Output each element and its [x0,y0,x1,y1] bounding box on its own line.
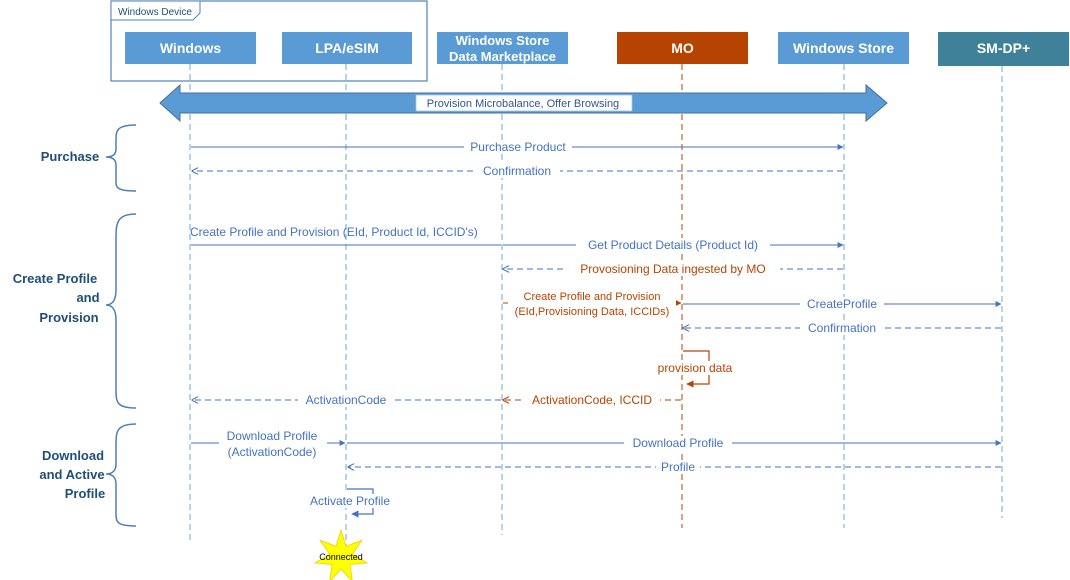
msg-download-profile-label: Download Profile [633,436,724,450]
brace-create [105,213,137,409]
star-icon [313,528,369,580]
phase-download-label-line3: Profile [65,486,105,501]
msg-confirmation-2-label: Confirmation [808,321,876,335]
brace-purchase [105,124,137,192]
lifelines [189,64,1003,545]
participant-store-label: Windows Store [793,40,894,56]
phase-download-label-line2: and Active [39,467,104,482]
phase-purchase: Purchase [41,124,137,192]
connected-marker: Connected [313,528,369,580]
msg-purchase-product: Purchase Product [191,140,844,154]
msg-mo-create-provision: Create Profile and Provision (EId,Provis… [503,289,682,318]
msg-create-profile: CreateProfile [683,297,1002,311]
phase-download-label-line1: Download [42,448,104,463]
msg-confirmation-1: Confirmation [192,164,843,178]
msg-download-profile-lpa: Download Profile (ActivationCode) [191,428,346,460]
msg-profile-label: Profile [661,460,695,474]
participant-smdp: SM-DP+ [938,32,1069,66]
msg-provision-data-label: provision data [658,361,733,375]
msg-confirmation-1-label: Confirmation [483,164,551,178]
msg-provisioning-data-label: Provosioning Data ingested by MO [580,262,765,276]
msg-provision-data-self: provision data [651,350,739,388]
phase-create-label-line1: Create Profile [13,271,98,286]
msg-download-profile-lpa-line2: (ActivationCode) [228,445,317,459]
msg-create-profile-provision-label: Create Profile and Provision (EId, Produ… [190,225,478,239]
msg-download-profile: Download Profile [347,436,1002,450]
msg-confirmation-2: Confirmation [683,321,1001,335]
msg-create-profile-label: CreateProfile [807,297,877,311]
connected-label: Connected [319,552,363,562]
participant-windows: Windows [125,32,256,64]
phase-create: Create Profile and Provision [13,213,137,409]
msg-activation-code-mo: ActivationCode, ICCID [503,393,681,407]
windows-device-title: Windows Device [118,7,192,18]
banner-label-bg [415,94,633,112]
participant-lpa-label: LPA/eSIM [315,40,379,56]
participant-store-dm: Windows Store Data Marketplace [437,32,568,64]
msg-mo-create-provision-line2: (EId,Provisioning Data, ICCIDs) [515,306,670,318]
windows-device-tab [110,0,201,21]
msg-get-product-details: Get Product Details (Product Id) [503,238,844,252]
participant-lpa: LPA/eSIM [282,32,412,64]
banner-label: Provision Microbalance, Offer Browsing [427,98,619,110]
participant-smdp-label: SM-DP+ [977,40,1030,56]
participant-store-dm-label-line2: Data Marketplace [449,49,556,64]
msg-activate-profile: Activate Profile [302,488,398,518]
participant-windows-label: Windows [160,40,222,56]
msg-activation-code: ActivationCode [192,393,501,407]
participant-mo-label: MO [671,40,694,56]
banner-arrow: Provision Microbalance, Offer Browsing [159,83,888,123]
msg-activation-code-label: ActivationCode [306,393,387,407]
msg-purchase-product-label: Purchase Product [470,140,566,154]
brace-download [105,423,137,527]
msg-activate-profile-label: Activate Profile [310,494,390,508]
msg-download-profile-lpa-line1: Download Profile [227,429,318,443]
msg-get-product-details-label: Get Product Details (Product Id) [588,238,758,252]
msg-activation-code-mo-label: ActivationCode, ICCID [532,393,652,407]
msg-profile: Profile [348,460,1001,474]
participant-store: Windows Store [778,32,909,64]
phase-download: Download and Active Profile [39,423,137,527]
participant-store-dm-label-line1: Windows Store [456,33,550,48]
msg-provisioning-data: Provosioning Data ingested by MO [503,262,843,276]
phase-create-label-line2: and [76,290,99,305]
msg-create-profile-provision: Create Profile and Provision (EId, Produ… [190,225,501,246]
msg-mo-create-provision-line1: Create Profile and Provision [524,291,661,303]
phase-create-label-line3: Provision [39,310,98,325]
phase-purchase-label: Purchase [41,149,100,164]
participant-mo: MO [617,32,748,64]
